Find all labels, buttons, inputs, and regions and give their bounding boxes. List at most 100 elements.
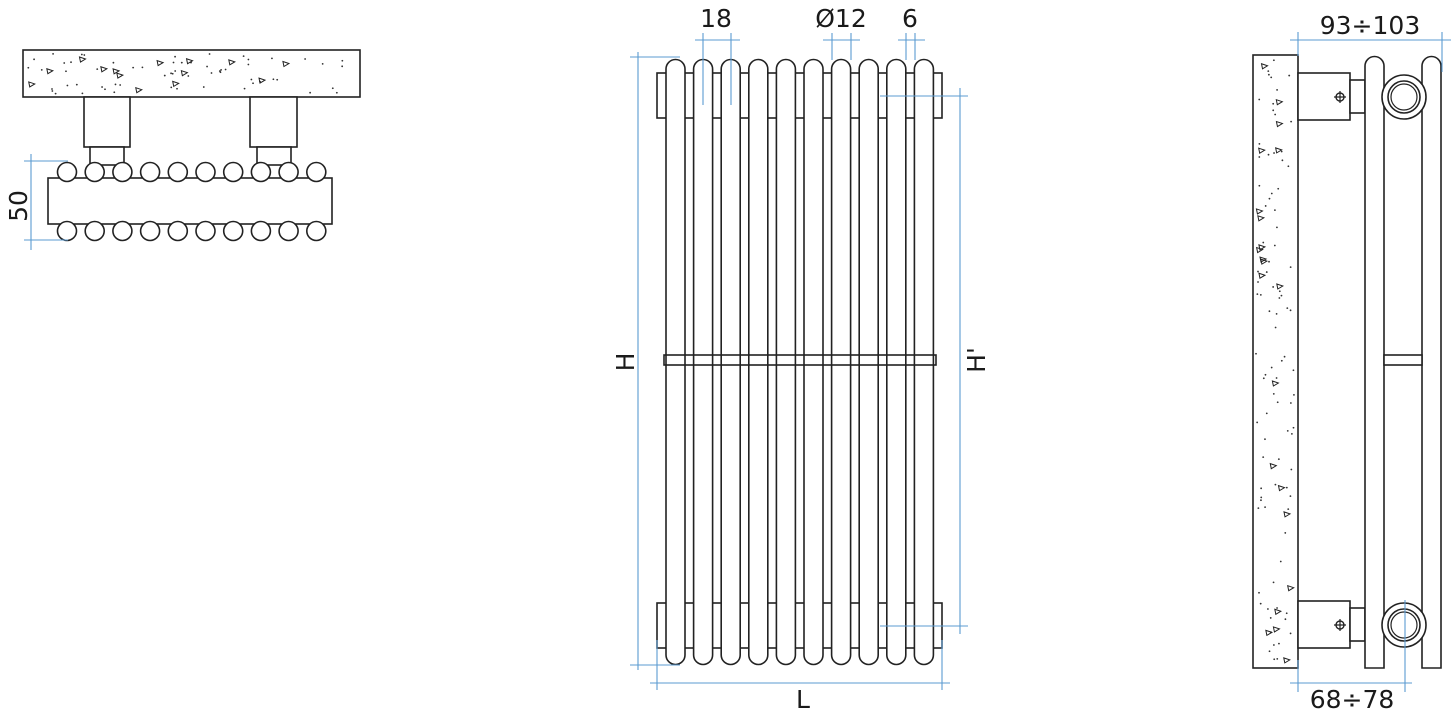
speckle: [1268, 260, 1270, 263]
speckle: [51, 90, 54, 92]
pipe-collar-inner: [1387, 608, 1421, 642]
speckle: [1278, 297, 1281, 299]
speckle: [1268, 650, 1271, 653]
tube-section-bottom: [56, 220, 78, 242]
speckle: [1258, 98, 1261, 101]
speckle: [1260, 487, 1263, 490]
tube-section-top: [139, 161, 161, 183]
speckle: [81, 92, 84, 95]
front-tube: [1364, 55, 1385, 669]
aggregate-mark: [258, 77, 267, 84]
speckle: [331, 87, 334, 90]
wall-section: [1252, 54, 1299, 669]
speckle: [1289, 495, 1292, 498]
aggregate-mark: [1257, 215, 1266, 222]
speckle: [1267, 70, 1270, 73]
aggregate-mark: [282, 60, 291, 68]
aggregate-mark: [1274, 608, 1282, 616]
speckle: [1256, 293, 1259, 296]
dimension-label-diameter: Ø12: [815, 4, 867, 33]
speckle: [1265, 412, 1268, 415]
speckle: [1290, 468, 1293, 471]
speckle: [1273, 152, 1275, 154]
speckle: [243, 87, 246, 90]
speckle: [1259, 602, 1262, 605]
speckle: [1272, 102, 1275, 105]
speckle: [1284, 532, 1287, 534]
speckle: [1285, 612, 1288, 615]
aggregate-mark: [180, 69, 189, 77]
speckle: [1290, 432, 1293, 435]
speckle: [1257, 270, 1259, 273]
speckle: [1278, 290, 1281, 293]
right-bracket-neck: [256, 146, 292, 166]
speckle: [276, 78, 279, 81]
speckle: [1264, 438, 1266, 441]
aggregate-mark: [1287, 584, 1295, 592]
manifold: [47, 177, 333, 225]
speckle: [1270, 192, 1273, 195]
wall-section: [22, 49, 361, 98]
speckle: [1272, 286, 1275, 288]
front-view: H H' L 18 Ø12 6: [611, 4, 991, 714]
screw-cross: [1334, 91, 1346, 103]
speckle: [1285, 486, 1288, 489]
speckle: [119, 84, 122, 86]
aggregate-mark: [1283, 511, 1292, 518]
speckle: [247, 58, 250, 61]
dimension-label-wall-distance: 68÷78: [1310, 685, 1395, 714]
speckle: [1288, 74, 1291, 77]
speckle: [1267, 608, 1269, 610]
speckle: [1260, 499, 1262, 502]
speckle: [170, 86, 173, 89]
speckle: [224, 68, 227, 71]
speckle: [1258, 184, 1261, 187]
speckle: [1257, 507, 1260, 510]
aggregate-mark: [116, 72, 125, 79]
tube-section-top: [195, 161, 216, 183]
speckle: [172, 61, 175, 64]
speckle: [83, 54, 86, 56]
speckle: [1262, 456, 1265, 459]
speckle: [1278, 642, 1280, 645]
aggregate-mark: [1283, 657, 1291, 664]
tube-section-bottom: [250, 220, 272, 242]
speckle: [70, 61, 72, 64]
speckle: [1286, 429, 1289, 432]
speckle: [1275, 312, 1278, 315]
screw-cross: [1334, 619, 1346, 631]
aggregate-mark: [46, 67, 55, 75]
speckle: [1292, 426, 1295, 429]
speckle: [1259, 293, 1262, 296]
speckle: [219, 71, 222, 74]
speckle: [1283, 355, 1286, 358]
speckle: [1292, 369, 1295, 372]
aggregate-mark: [100, 66, 109, 73]
speckle: [1262, 241, 1265, 244]
speckle: [1272, 59, 1275, 62]
speckle: [1257, 281, 1259, 283]
aggregate-mark: [112, 68, 121, 75]
speckle: [341, 65, 344, 68]
speckle: [1273, 244, 1276, 247]
speckle: [1286, 307, 1289, 310]
aggregate-mark: [28, 81, 36, 88]
speckle: [1287, 508, 1290, 511]
tube-section-bottom: [195, 220, 216, 242]
speckle: [341, 59, 344, 62]
speckle: [1276, 89, 1278, 91]
aggregate-mark: [1277, 484, 1286, 492]
speckle: [206, 65, 208, 68]
speckle: [1275, 377, 1278, 379]
speckle: [1289, 266, 1292, 269]
aggregate-mark: [135, 86, 143, 94]
aggregate-mark: [1271, 380, 1280, 387]
radiator-tube: [886, 58, 907, 666]
speckle: [1272, 392, 1275, 395]
speckle: [1276, 657, 1279, 660]
speckle: [33, 58, 35, 61]
dimension-label-6: 6: [902, 4, 918, 33]
middle-band: [1383, 354, 1423, 366]
speckle: [1268, 197, 1271, 200]
speckle: [80, 53, 83, 56]
